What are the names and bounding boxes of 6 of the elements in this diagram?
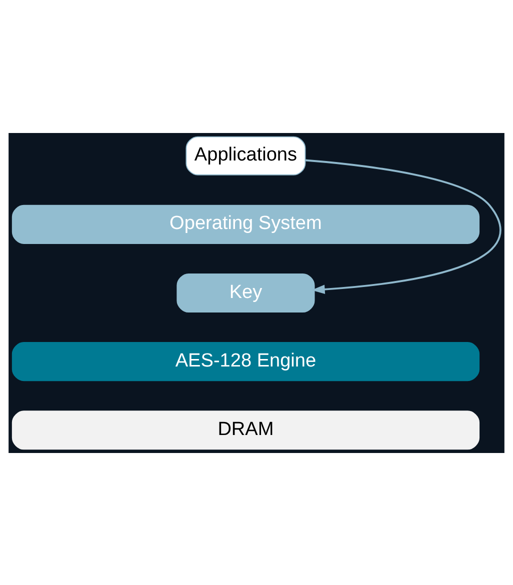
node-box: Applications (186, 136, 306, 175)
arrow (305, 158, 501, 294)
node-box: Key (176, 272, 315, 312)
node-box: Operating System (12, 204, 480, 244)
node-box: AES-128 Engine (12, 342, 480, 381)
node-box: DRAM (12, 410, 480, 450)
